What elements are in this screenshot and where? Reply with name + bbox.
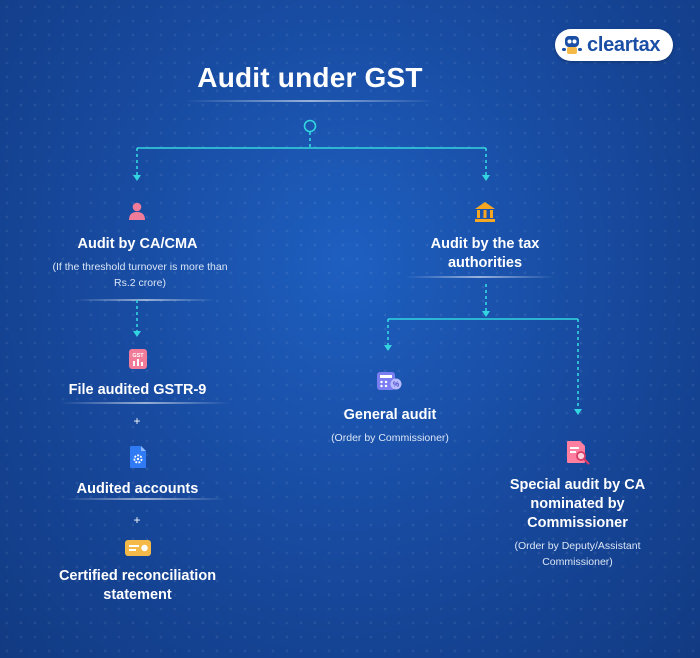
root-node [303,119,317,133]
gstr9-underline [60,402,230,404]
svg-text:%: % [393,382,400,389]
document-search-icon [567,441,590,465]
step-reconciliation-label: Certified reconciliation statement [58,568,217,603]
bank-building-icon [475,202,495,222]
general-audit-note: (Order by Commissioner) [331,432,449,444]
brand-name: cleartax [587,33,661,56]
special-audit-note: (Order by Deputy/Assistant Commissioner) [514,540,641,568]
plus-connector: + [133,513,141,527]
special-arrow-head [574,409,582,415]
plus-connector: + [133,414,141,428]
right-heading-underline [405,276,555,278]
special-audit-label: Special audit by CA nominated by Commiss… [509,477,646,531]
certificate-card-icon [125,540,151,556]
left-heading-underline [75,299,215,301]
left-arrow-head [133,175,141,181]
left-branch-heading: Audit by CA/CMA [77,236,198,252]
step-gstr9-label: File audited GSTR-9 [68,382,207,398]
robot-mascot-icon [562,36,582,54]
left-chain-arrow-head [133,331,141,337]
svg-text:GST: GST [132,353,144,359]
gst-document-icon: GST [129,349,147,369]
audited-accounts-underline [65,498,225,500]
general-arrow-head [384,345,392,351]
calculator-percent-icon: % [377,372,402,390]
step-audited-accounts-label: Audited accounts [76,481,199,497]
title-underline [185,100,435,102]
person-icon [129,202,145,220]
right-stem-arrow-head [482,311,490,317]
cleartax-logo[interactable]: cleartax [555,29,673,61]
left-branch-note: (If the threshold turnover is more than … [52,261,228,289]
general-audit-label: General audit [343,407,437,423]
right-branch-heading: Audit by the tax authorities [430,236,540,271]
settings-document-icon [130,446,146,468]
page-title: Audit under GST [197,62,423,93]
right-arrow-head [482,175,490,181]
